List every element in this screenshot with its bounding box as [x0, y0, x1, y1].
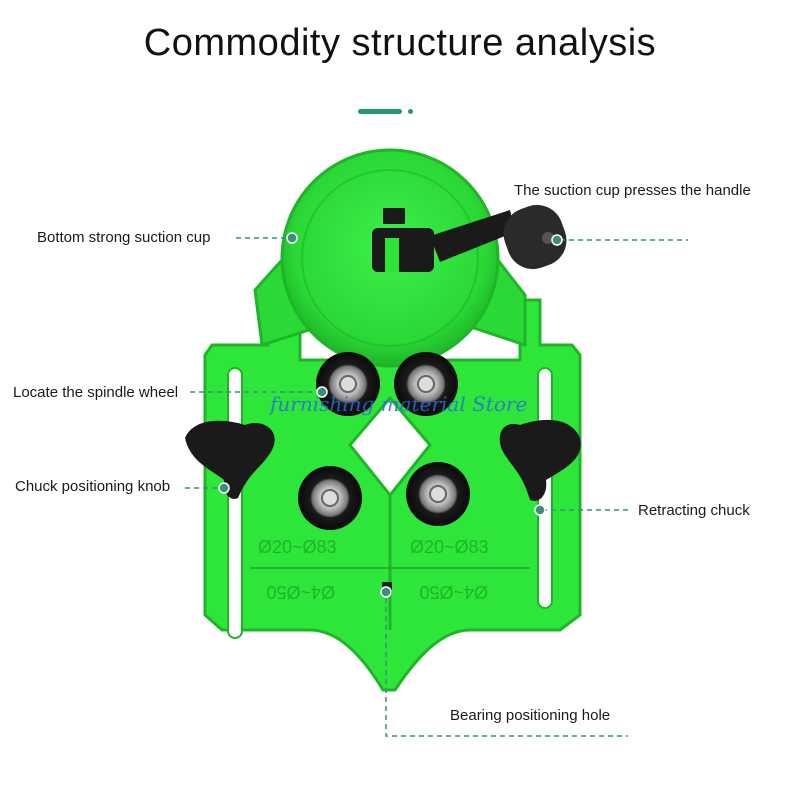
scale-lower-left: Ø4~Ø50: [266, 582, 335, 602]
positioning-knobs: [185, 419, 581, 501]
knob-left: [185, 420, 275, 499]
page-title: Commodity structure analysis: [143, 22, 657, 64]
watermark: furnishing material Store: [270, 392, 528, 416]
leader-dots: [218, 232, 563, 598]
label-bearing-hole: Bearing positioning hole: [450, 707, 611, 724]
label-handle: The suction cup presses the handle: [514, 182, 751, 199]
label-spindle-wheel: Locate the spindle wheel: [13, 384, 179, 401]
title-underline: [358, 109, 402, 114]
knob-right: [499, 419, 581, 501]
scale-upper-right: Ø20~Ø83: [410, 537, 489, 557]
label-suction-cup: Bottom strong suction cup: [37, 229, 211, 246]
title-dot: [408, 109, 413, 114]
press-handle: [372, 204, 567, 272]
scale-upper-left: Ø20~Ø83: [258, 537, 337, 557]
label-positioning-knob: Chuck positioning knob: [15, 478, 171, 495]
spindle-wheels: [298, 352, 470, 530]
scale-marks: Ø20~Ø83 Ø20~Ø83 Ø4~Ø50 Ø4~Ø50: [258, 537, 489, 602]
leader-lines: [185, 237, 688, 737]
scale-lower-right: Ø4~Ø50: [419, 582, 488, 602]
label-retracting-chuck: Retracting chuck: [638, 502, 750, 519]
